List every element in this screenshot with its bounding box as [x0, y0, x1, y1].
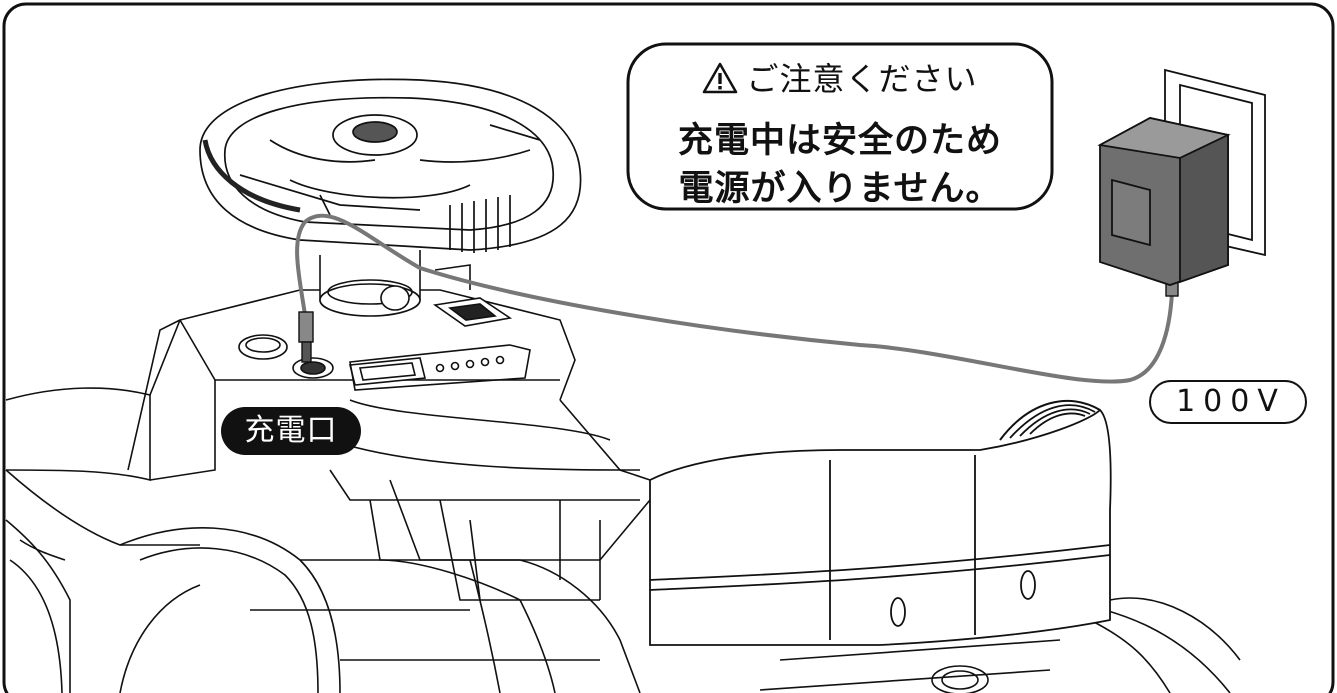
charging-cable — [295, 213, 1174, 384]
seat — [649, 399, 1112, 646]
caution-title: ご注意ください — [746, 60, 978, 98]
dashboard-panel — [238, 250, 531, 391]
voltage-label: 100V — [1149, 380, 1307, 424]
ac-adapter — [1097, 117, 1231, 286]
warning-triangle-icon — [703, 62, 738, 94]
ride-on-car-body — [5, 289, 1241, 693]
charging-port-label: 充電口 — [221, 407, 361, 455]
caution-message-line1: 充電中は安全のため — [677, 121, 1002, 161]
caution-title-row: ご注意ください — [628, 54, 1052, 100]
caution-message-line2: 電源が入りません。 — [678, 169, 1002, 209]
caution-callout: ご注意ください 充電中は安全のため 電源が入りません。 — [628, 44, 1052, 209]
steering-wheel — [199, 78, 582, 253]
